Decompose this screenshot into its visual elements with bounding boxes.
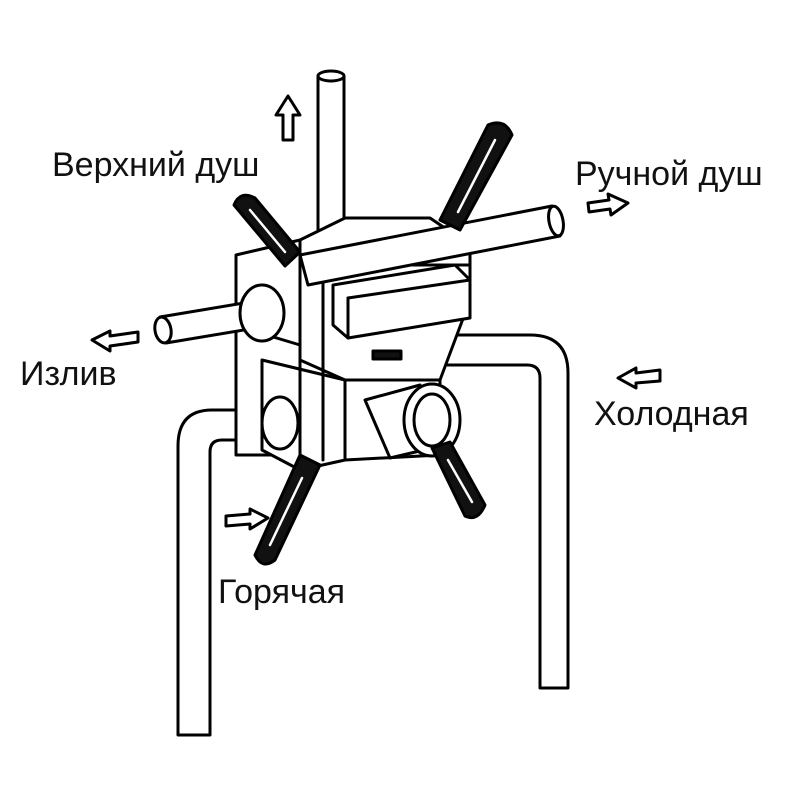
label-hot: Горячая [218,573,346,611]
label-top-shower: Верхний душ [52,146,260,184]
support-frame [176,333,570,737]
arrow-up-icon [274,94,302,142]
cold-inlet-socket [363,382,462,460]
bracket-bottom-left [253,453,322,566]
hot-inlet-socket [260,395,300,451]
bracket-bottom-right [430,440,487,520]
arrow-left-spout-icon [90,329,140,353]
arrow-left-cold-icon [616,366,662,390]
arrow-right-upper-icon [586,192,630,217]
top-pipe [316,69,346,248]
arrow-right-hot-icon [224,507,270,531]
label-spout: Излив [20,355,117,393]
label-hand-shower: Ручной душ [575,155,763,193]
hand-shower-pipe [298,204,565,287]
spout-pipe [153,283,286,345]
bracket-top-right [438,121,514,232]
cartridge-box [331,263,472,361]
label-cold: Холодная [594,395,749,433]
bracket-top-left [232,193,302,268]
